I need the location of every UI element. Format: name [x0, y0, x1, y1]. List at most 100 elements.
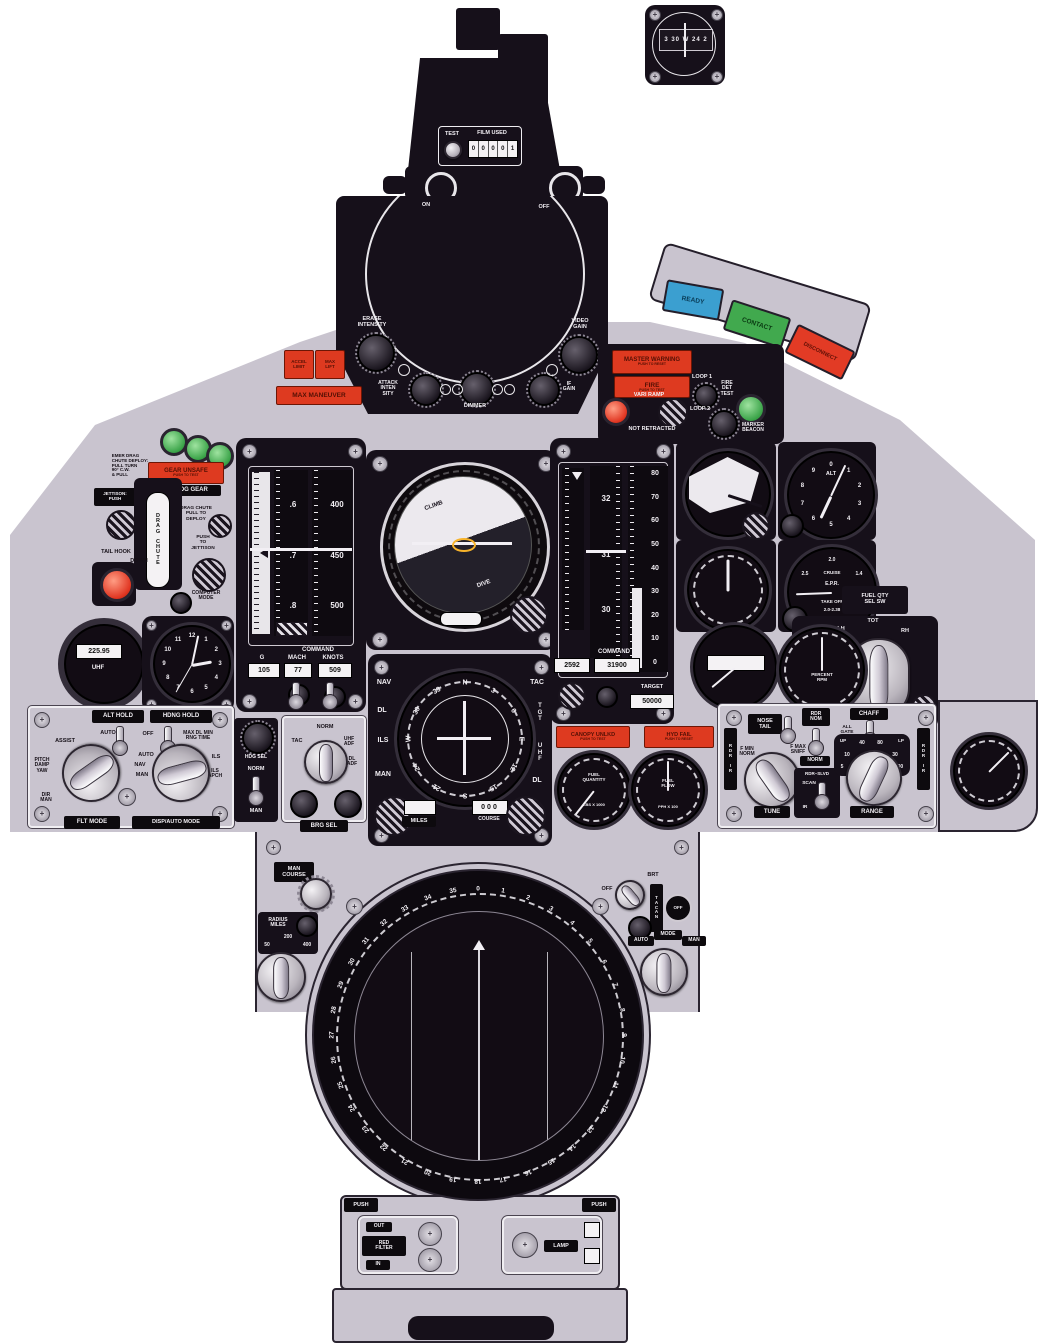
switch-base [288, 694, 304, 710]
drag-chute-knob[interactable] [208, 514, 232, 538]
fuel-qty-sub: LBS X 1000 [583, 801, 605, 807]
knots-scale: 400 450 500 [324, 500, 350, 610]
panel-light [452, 384, 463, 395]
alt-num: 30 [651, 588, 659, 596]
emer-chute-handle[interactable] [106, 510, 136, 540]
g-label: G [259, 654, 265, 661]
loop1-knob[interactable] [692, 382, 720, 410]
brg-uhf-adf-label: UHF ADF [343, 735, 355, 747]
ring-label: 1 [204, 636, 208, 643]
radius-200: 200 [283, 934, 293, 941]
hsi-course-knob[interactable] [506, 796, 546, 836]
computer-mode-knob[interactable] [192, 558, 226, 592]
alt-set-knob[interactable] [596, 686, 618, 708]
aux-gauge-knob[interactable] [742, 512, 770, 540]
ring-label: 2 [214, 647, 218, 653]
g-tape-pointer [260, 548, 268, 558]
drag-chute-handle[interactable]: D R A G C H U T E [146, 492, 170, 588]
fire-warning-light[interactable]: FIRE PUSH TO TEST [614, 376, 690, 398]
if-gain-knob[interactable] [526, 372, 562, 408]
radius-miles-knob[interactable] [256, 952, 306, 1002]
erase-intensity-knob[interactable] [355, 332, 397, 374]
alt-num: 80 [651, 470, 659, 477]
screw [348, 444, 363, 459]
radius-set-knob[interactable] [296, 915, 318, 937]
video-gain-knob[interactable] [558, 334, 600, 376]
brg-panel-knob[interactable] [334, 790, 362, 818]
gauge-needle [726, 559, 730, 592]
target-label: TARGET [640, 684, 664, 691]
dimmer-knob[interactable] [458, 370, 496, 408]
nose-tail-switch[interactable] [780, 716, 796, 744]
brg-tac-label: TAC [291, 738, 303, 745]
film-test-button[interactable] [444, 141, 462, 159]
film-counter: 0 0 0 0 1 [468, 140, 518, 158]
adi-set-knob[interactable] [510, 596, 548, 634]
epr-cruise: CRUISE [823, 570, 841, 576]
alt-hold-switch[interactable] [112, 726, 128, 756]
screw [711, 9, 723, 21]
alt-set-knob[interactable] [558, 682, 586, 710]
fuel-counter-gauge [690, 622, 780, 712]
alt-thermometer-bar [632, 588, 642, 668]
ecm-side-placard: R D R I R [917, 728, 930, 790]
master-warning-light[interactable]: MASTER WARNING PUSH TO RESET [612, 350, 692, 374]
tape-window-frame [248, 466, 354, 646]
canopy-unlkd-light[interactable]: CANOPY UNLKD PUSH TO TEST [556, 726, 630, 748]
rdr-nom-switch[interactable] [808, 728, 824, 756]
toggle-switch[interactable] [322, 682, 338, 710]
disp-auto-mode-placard: DISP/AUTO MODE [132, 816, 220, 829]
mode-placard: MODE [654, 930, 682, 940]
fuel-qty-sel-label: FUEL QTY SEL SW [861, 593, 889, 605]
attack-intensity-knob[interactable] [408, 372, 444, 408]
small-knob[interactable] [170, 592, 192, 614]
ring-label: 9 [162, 661, 166, 667]
ring-label: 2 [857, 482, 862, 489]
screw [242, 694, 257, 709]
loop2-label: LOOP 2 [689, 406, 711, 413]
tail-hook-light[interactable] [100, 568, 134, 602]
dimmer-label: DIMMER [463, 402, 487, 409]
loop1-label: LOOP 1 [691, 374, 713, 381]
ring-label: 19 [448, 1174, 457, 1183]
brg-sel-handle [319, 744, 333, 782]
switch-base [780, 728, 796, 744]
loop2-knob[interactable] [708, 408, 740, 440]
hsi-tac-label: TAC [530, 678, 544, 686]
range-80: 80 [877, 739, 883, 746]
clock-minute-hand [191, 635, 200, 666]
screw [649, 71, 661, 83]
ring-label: 16 [523, 1167, 533, 1177]
fire-label: FIRE [644, 381, 660, 389]
push-placard-right[interactable]: PUSH [582, 1198, 616, 1212]
push-placard-left[interactable]: PUSH [344, 1198, 378, 1212]
ring-label: 9 [811, 467, 816, 474]
screw [711, 71, 723, 83]
hdg-norm-label: NORM [247, 766, 265, 773]
toggle-switch[interactable] [288, 682, 304, 710]
hdg-norm-man-switch[interactable] [248, 776, 264, 806]
altimeter-knob[interactable] [780, 514, 804, 538]
ring-label: 20 [423, 1167, 433, 1177]
vari-ramp-knob[interactable] [658, 398, 688, 428]
man-course-knob[interactable] [297, 875, 335, 913]
max-maneuver-label: MAX MANEUVER [292, 391, 346, 399]
knots-tick-label: 450 [330, 550, 344, 560]
scope-azimuth-line [411, 952, 412, 1142]
mode-knob[interactable] [640, 948, 688, 996]
hsi-dl2-label: DL [532, 776, 542, 784]
brt-label: BRT [647, 872, 659, 879]
brg-panel-knob[interactable] [290, 790, 318, 818]
knots-ticks [314, 470, 318, 636]
tail-hook-down-label: DOWN [130, 558, 148, 565]
switch-base [322, 694, 338, 710]
hdg-sel-knob[interactable] [240, 720, 276, 756]
brg-sel-knob[interactable] [304, 740, 348, 784]
knots-tick-label: 500 [330, 601, 344, 610]
hyd-fail-light[interactable]: HYD FAIL PUSH TO RESET [644, 726, 714, 748]
hsi-tgt-label: T G T [537, 703, 543, 723]
clock-hour-hand [191, 660, 212, 667]
rdr-slvd-switch[interactable] [814, 782, 830, 810]
tacan-off-button[interactable]: OFF [664, 894, 692, 922]
